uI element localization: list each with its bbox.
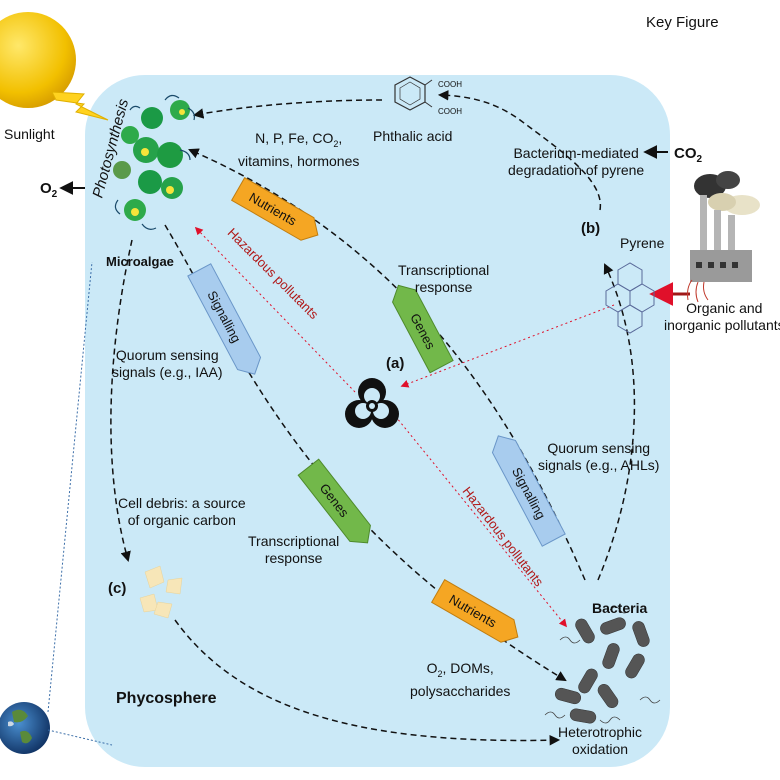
pollutants-label: Organic and inorganic pollutants [664, 300, 780, 333]
signalling-tag-right-shape [491, 435, 566, 547]
cell-debris-icon [139, 565, 183, 619]
nutrients-tag-bottom-shape [430, 579, 519, 643]
co2-label: CO2 [674, 145, 703, 165]
o2-doms-label: O2, DOMs, polysaccharides [410, 660, 511, 699]
transcriptional-top-label: Transcriptional response [398, 262, 490, 295]
o2-label: O2 [40, 180, 58, 200]
lightning-icon [51, 91, 109, 121]
signalling-tag-left-shape [187, 263, 262, 375]
cooh-bottom: COOH [438, 107, 462, 116]
earth-icon [0, 702, 50, 754]
label-c: (c) [108, 580, 127, 597]
sunlight-label: Sunlight [4, 126, 55, 142]
phycosphere-label: Phycosphere [116, 690, 217, 707]
microalgae-icon [113, 94, 195, 230]
bacteria-icon [554, 617, 650, 724]
phthalic-acid-label: Phthalic acid [373, 128, 453, 144]
nutrients-tag-top: Nutrients [230, 177, 319, 241]
genes-tag-top-shape [392, 284, 454, 374]
bacterium-degradation-label: Bacterium-mediated degradation of pyrene [508, 145, 645, 178]
heterotrophic-label: Heterotrophic oxidation [558, 724, 643, 757]
bacteria-label: Bacteria [592, 600, 648, 616]
label-b: (b) [581, 220, 601, 237]
biohazard-icon [345, 378, 399, 428]
cell-debris-label: Cell debris: a source of organic carbon [118, 495, 246, 528]
microalgae-label: Microalgae [106, 254, 174, 269]
pyrene-structure [605, 262, 655, 334]
nutrient-list: N, P, Fe, CO2, vitamins, hormones [238, 130, 360, 169]
genes-tag-bottom-shape [297, 458, 371, 544]
factory-icon [687, 171, 760, 303]
quorum-left-label: Quorum sensing signals (e.g., IAA) [112, 347, 223, 380]
quorum-right-label: Quorum sensing signals (e.g., AHLs) [538, 440, 660, 473]
phthalic-acid-structure [394, 76, 433, 111]
nutrients-tag-top-shape [230, 177, 319, 241]
label-a: (a) [386, 355, 405, 372]
transcriptional-bottom-label: Transcriptional response [248, 533, 340, 566]
key-figure-label: Key Figure [646, 14, 719, 31]
cooh-top: COOH [438, 80, 462, 89]
pyrene-label: Pyrene [620, 235, 665, 251]
